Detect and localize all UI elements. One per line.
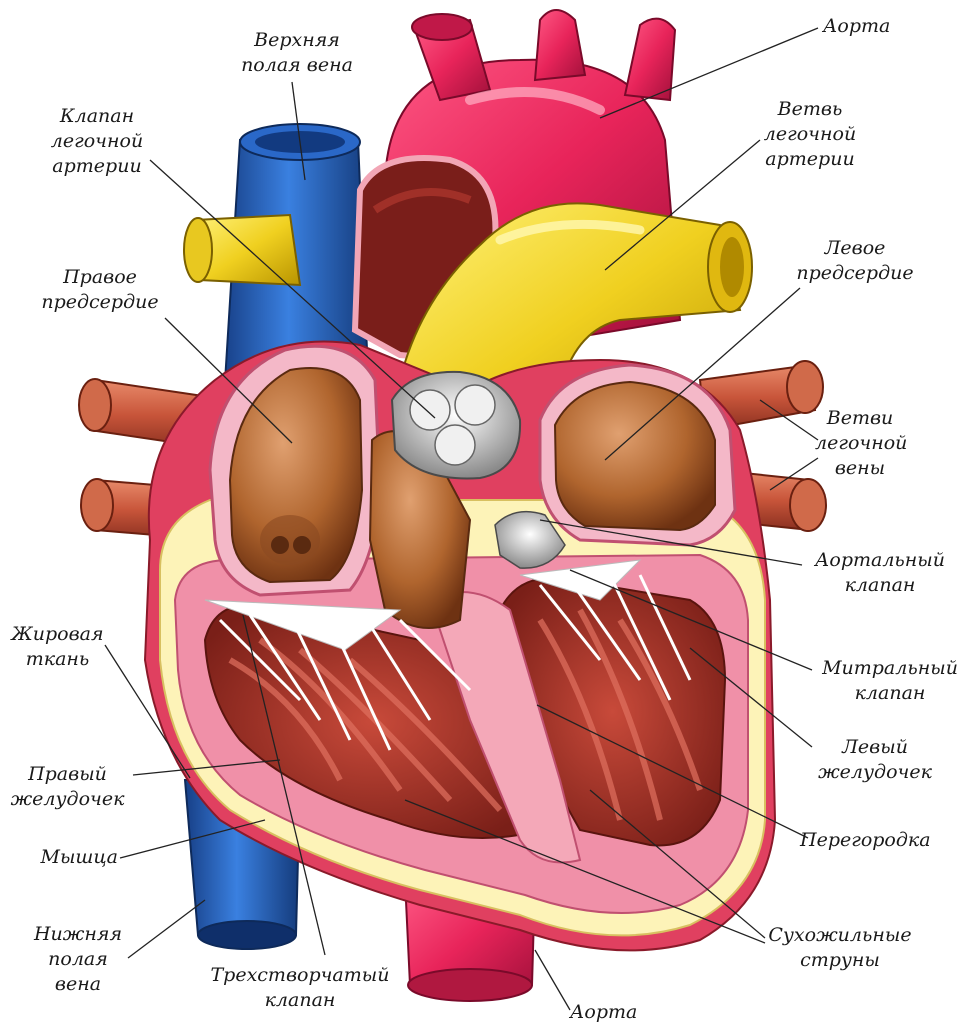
leader-pulmonary-valve <box>149 159 436 419</box>
pulmonary-artery-left-branch <box>183 213 302 287</box>
label-aorta-top: Аорта <box>823 15 891 37</box>
label-superior-vena-cava: Верхняя полая вена <box>241 29 353 76</box>
tricuspid-valve <box>204 599 472 751</box>
leader-chordae-a <box>589 789 766 939</box>
label-pulmonary-artery-branch: Ветвь легочной артерии <box>763 98 857 170</box>
label-left-ventricle: Левый желудочек <box>818 736 932 783</box>
leader-right-ventricle <box>132 759 281 776</box>
leader-left-atrium <box>604 287 801 461</box>
leader-pulm-vein-a <box>759 399 819 441</box>
leader-pulmonary-branch <box>604 139 761 271</box>
pulmonary-valve <box>390 370 522 480</box>
leader-fat-tissue <box>104 644 191 779</box>
label-muscle: Мышца <box>40 846 118 868</box>
leader-inferior-vena-cava <box>127 899 206 959</box>
label-right-atrium: Правое предсердие <box>41 266 159 313</box>
mitral-valve <box>519 559 692 701</box>
label-right-ventricle: Правый желудочек <box>10 763 125 810</box>
leader-superior-vena-cava <box>291 81 306 181</box>
leader-tricuspid-valve <box>242 614 326 956</box>
left-atrium <box>538 363 737 547</box>
label-inferior-vena-cava: Нижняя полая вена <box>33 923 123 995</box>
label-chordae-tendineae: Сухожильные струны <box>768 924 912 971</box>
aortic-valve <box>494 510 566 569</box>
label-aorta-bottom: Аорта <box>570 1001 638 1023</box>
right-atrium <box>208 344 382 597</box>
label-septum: Перегородка <box>800 829 931 851</box>
leader-pulm-vein-b <box>769 457 819 491</box>
leader-muscle <box>119 819 266 859</box>
label-tricuspid-valve: Трехстворчатый клапан <box>210 964 390 1011</box>
label-pulmonary-valve: Клапан легочной артерии <box>50 105 144 177</box>
leader-mitral-valve <box>569 569 813 671</box>
leader-chordae-b <box>404 799 766 944</box>
leader-lines <box>104 27 819 1011</box>
label-pulmonary-vein-branches: Ветви легочной вены <box>815 407 908 479</box>
leader-aorta-bottom <box>534 949 571 1011</box>
leader-left-ventricle <box>689 647 813 748</box>
leader-septum <box>536 704 809 839</box>
interatrial-wall <box>368 430 472 629</box>
label-aortic-valve: Аортальный клапан <box>814 549 945 596</box>
label-left-atrium: Левое предсердие <box>796 237 914 284</box>
label-fat-tissue: Жировая ткань <box>11 623 104 670</box>
leader-right-atrium <box>164 317 293 444</box>
leader-aortic-valve <box>539 519 803 566</box>
leader-aorta-top <box>599 27 819 119</box>
label-mitral-valve: Митральный клапан <box>822 657 958 704</box>
